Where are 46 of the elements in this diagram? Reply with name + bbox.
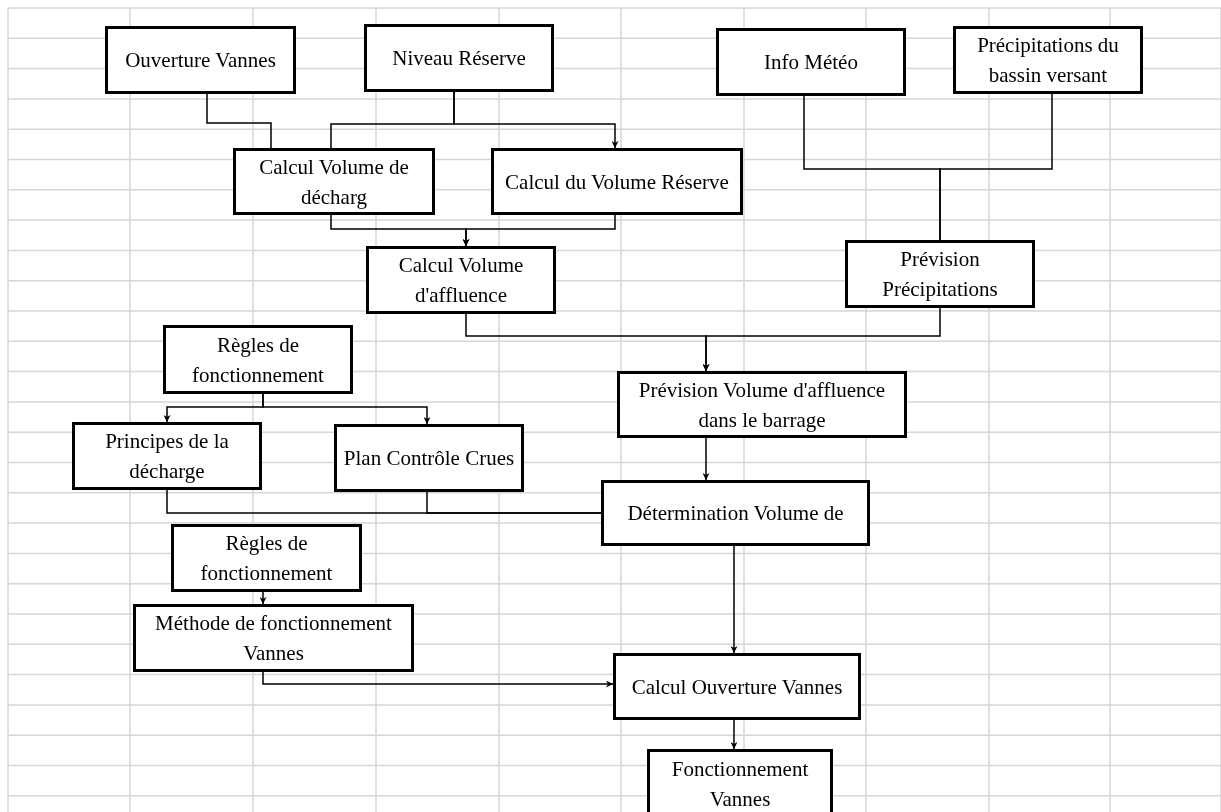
box-label: Principes de la décharge [104,428,230,485]
arrow [462,214,616,247]
process-box [953,26,1143,94]
box-label: Calcul Volume de décharg [258,153,410,211]
box-label: Calcul Volume d'affluence [397,252,525,309]
process-box [845,240,1035,308]
box-label: Ouverture Vannes [125,47,276,74]
process-box [133,604,414,672]
process-box [617,371,907,438]
process-box [233,148,435,215]
connector-line [206,93,272,149]
box-label: Fonctionnement Vannes [670,756,810,812]
arrow [259,591,267,605]
box-label: Calcul Ouverture Vannes [631,673,843,701]
process-box [72,422,262,490]
box-label: Règles de fonctionnement [199,530,334,587]
connector-line [426,491,602,514]
box-label: Calcul du Volume Réserve [505,168,729,196]
box-label: Info Météo [764,49,858,76]
process-box [105,26,296,94]
process-box [716,28,906,96]
connector-line [939,93,1053,241]
arrow [730,545,738,654]
box-label: Prévision Précipitations [881,246,999,303]
arrow [702,437,710,481]
box-label: Précipitations du bassin versant [976,32,1120,89]
process-box [366,246,556,314]
process-box [613,653,861,720]
arrow [702,307,941,372]
process-box [647,749,833,812]
process-box [171,524,362,592]
box-label: Méthode de fonctionnement Vannes [154,610,393,667]
arrow [453,91,619,149]
process-box [601,480,870,546]
arrow [730,719,738,750]
process-box [364,24,554,92]
process-box [334,424,524,492]
process-box [491,148,743,215]
box-label: Prévision Volume d'affluence dans le barrage [637,376,887,434]
box-label: Niveau Réserve [392,45,526,72]
process-box [163,325,353,394]
box-label: Détermination Volume de [627,500,844,527]
arrow [262,671,614,688]
box-label: Plan Contrôle Crues [343,445,515,472]
box-label: Règles de fonctionnement [191,331,325,389]
arrow [262,393,431,425]
